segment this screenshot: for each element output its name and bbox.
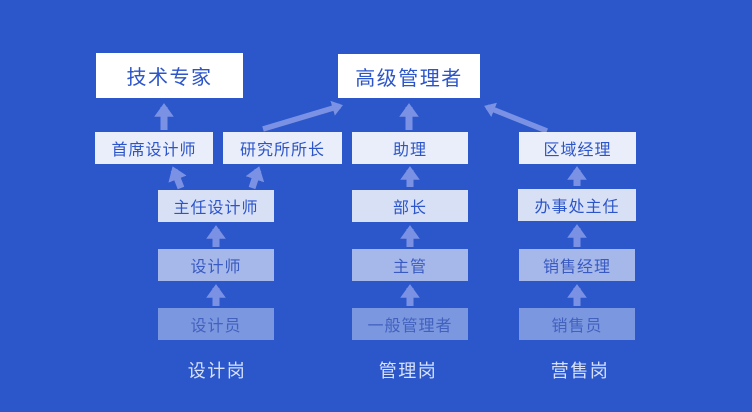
node-regional-manager: 区域经理 xyxy=(519,132,636,164)
label-sales-track: 营售岗 xyxy=(550,361,610,381)
label-design-track: 设计岗 xyxy=(187,361,247,381)
node-office-director: 办事处主任 xyxy=(518,189,636,221)
node-salesperson: 销售员 xyxy=(519,308,635,340)
node-minister: 部长 xyxy=(352,190,468,222)
node-senior-manager: 高级管理者 xyxy=(338,54,480,98)
label-management-track: 管理岗 xyxy=(378,361,438,381)
node-general-manager: 一般管理者 xyxy=(352,308,468,340)
node-designer: 设计师 xyxy=(158,249,274,281)
node-director-designer: 主任设计师 xyxy=(158,190,274,222)
arrow-regional-manager-to-senior-manager-icon xyxy=(484,102,549,134)
node-sales-manager: 销售经理 xyxy=(519,249,635,281)
arrow-director-designer-to-institute-director-icon xyxy=(245,166,265,190)
node-chief-designer: 首席设计师 xyxy=(95,132,213,164)
node-tech-expert: 技术专家 xyxy=(96,53,243,98)
node-institute-director: 研究所所长 xyxy=(223,132,342,164)
node-supervisor: 主管 xyxy=(352,249,468,281)
arrow-institute-director-to-senior-manager-icon xyxy=(262,100,343,132)
node-assistant: 助理 xyxy=(352,132,468,164)
node-design-staff: 设计员 xyxy=(158,308,274,340)
arrow-director-designer-to-chief-designer-icon xyxy=(168,166,187,190)
